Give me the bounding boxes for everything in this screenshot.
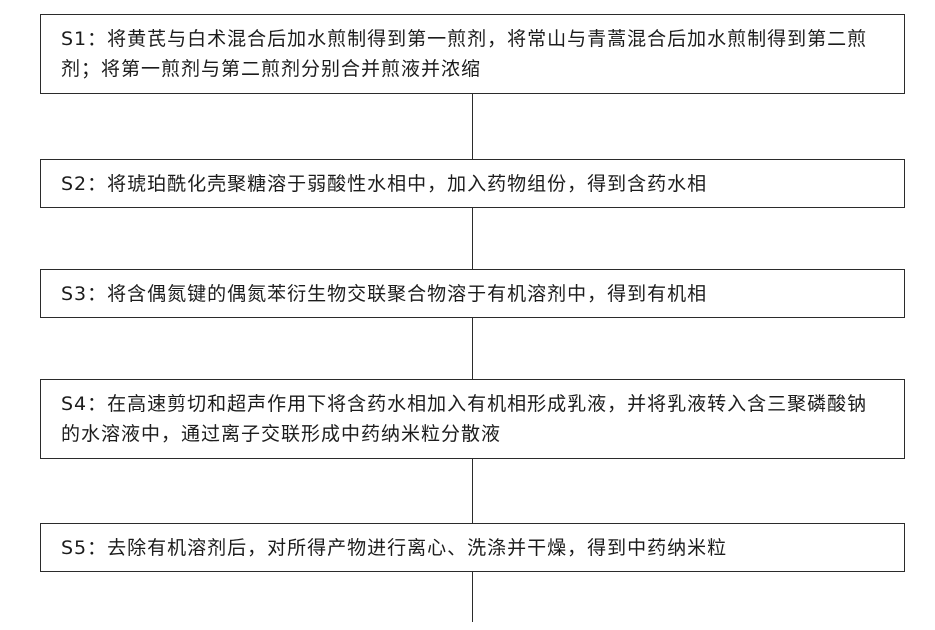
flow-step-s2-text: S2：将琥珀酰化壳聚糖溶于弱酸性水相中，加入药物组份，得到含药水相 bbox=[61, 172, 708, 195]
flow-step-s4-text: S4：在高速剪切和超声作用下将含药水相加入有机相形成乳液，并将乳液转入含三聚磷酸… bbox=[61, 393, 868, 445]
connector-line-s1-s2 bbox=[472, 94, 473, 159]
connector-line-s5-tail bbox=[472, 572, 473, 622]
flow-step-s3: S3：将含偶氮键的偶氮苯衍生物交联聚合物溶于有机溶剂中，得到有机相 bbox=[40, 269, 905, 318]
flow-step-s2: S2：将琥珀酰化壳聚糖溶于弱酸性水相中，加入药物组份，得到含药水相 bbox=[40, 159, 905, 208]
flow-step-s1: S1：将黄芪与白术混合后加水煎制得到第一煎剂，将常山与青蒿混合后加水煎制得到第二… bbox=[40, 14, 905, 94]
flow-step-s5: S5：去除有机溶剂后，对所得产物进行离心、洗涤并干燥，得到中药纳米粒 bbox=[40, 523, 905, 572]
connector-line-s3-s4 bbox=[472, 318, 473, 379]
flow-step-s4: S4：在高速剪切和超声作用下将含药水相加入有机相形成乳液，并将乳液转入含三聚磷酸… bbox=[40, 379, 905, 459]
flow-step-s3-text: S3：将含偶氮键的偶氮苯衍生物交联聚合物溶于有机溶剂中，得到有机相 bbox=[61, 282, 708, 305]
connector-line-s4-s5 bbox=[472, 459, 473, 523]
connector-line-s2-s3 bbox=[472, 208, 473, 269]
flow-step-s1-text: S1：将黄芪与白术混合后加水煎制得到第一煎剂，将常山与青蒿混合后加水煎制得到第二… bbox=[61, 28, 868, 80]
flow-step-s5-text: S5：去除有机溶剂后，对所得产物进行离心、洗涤并干燥，得到中药纳米粒 bbox=[61, 536, 728, 559]
